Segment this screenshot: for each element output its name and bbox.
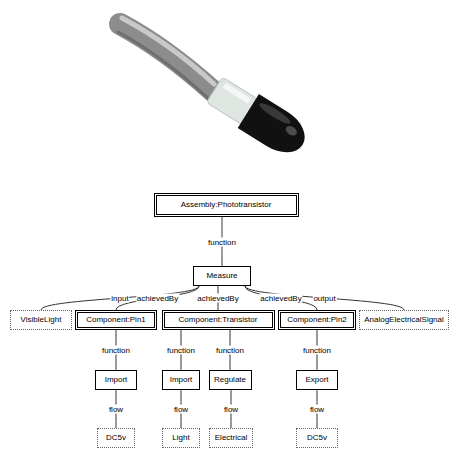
function-box: Export xyxy=(296,370,338,390)
node-text: DC5v xyxy=(307,433,327,443)
node-text: Component:Pin1 xyxy=(86,315,146,325)
edge-label: output xyxy=(312,294,336,303)
function-box: Import xyxy=(162,370,200,390)
edge-label: flow xyxy=(173,405,189,414)
node-text: Regulate xyxy=(214,375,246,385)
node-text: Export xyxy=(305,375,328,385)
flow-box: AnalogElectricalSignal xyxy=(359,310,449,330)
function-box: Measure xyxy=(193,266,251,286)
edge-label: achievedBy xyxy=(259,294,302,303)
edge-label: achievedBy xyxy=(196,294,239,303)
node-text: Component:Transistor xyxy=(179,315,258,325)
connector xyxy=(245,286,317,310)
node-text: DC5v xyxy=(106,433,126,443)
connector xyxy=(245,286,404,310)
flow-box: DC5v xyxy=(97,428,135,448)
node-text: Measure xyxy=(206,271,237,281)
edge-label: flow xyxy=(309,405,325,414)
node-text: AnalogElectricalSignal xyxy=(364,315,444,325)
flow-box: DC5v xyxy=(296,428,338,448)
flow-box: VisibleLight xyxy=(10,310,72,330)
function-box: Import xyxy=(95,370,137,390)
phototransistor-photo xyxy=(0,0,454,170)
edge-label: function xyxy=(207,237,237,246)
edge-label: function xyxy=(302,346,332,355)
function-box: Regulate xyxy=(209,370,252,390)
edge-label: achievedBy xyxy=(136,294,179,303)
edge-label: function xyxy=(101,346,131,355)
assembly-box: Component:Pin2 xyxy=(278,310,356,330)
edge-label: flow xyxy=(108,405,124,414)
node-text: Assembly:Phototransistor xyxy=(181,200,272,210)
edge-label: function xyxy=(215,346,245,355)
node-text: VisibleLight xyxy=(21,315,62,325)
node-text: Import xyxy=(105,375,128,385)
flow-box: Electrical xyxy=(209,428,253,448)
assembly-box: Assembly:Phototransistor xyxy=(154,193,299,217)
node-text: Light xyxy=(172,433,189,443)
node-text: Component:Pin2 xyxy=(287,315,347,325)
assembly-box: Component:Pin1 xyxy=(75,310,157,330)
edge-label: input xyxy=(110,294,129,303)
node-text: Import xyxy=(170,375,193,385)
connector xyxy=(41,286,199,310)
node-text: Electrical xyxy=(215,433,247,443)
flow-box: Light xyxy=(162,428,200,448)
edge-label: function xyxy=(166,346,196,355)
assembly-box: Component:Transistor xyxy=(162,310,275,330)
edge-label: flow xyxy=(223,405,239,414)
